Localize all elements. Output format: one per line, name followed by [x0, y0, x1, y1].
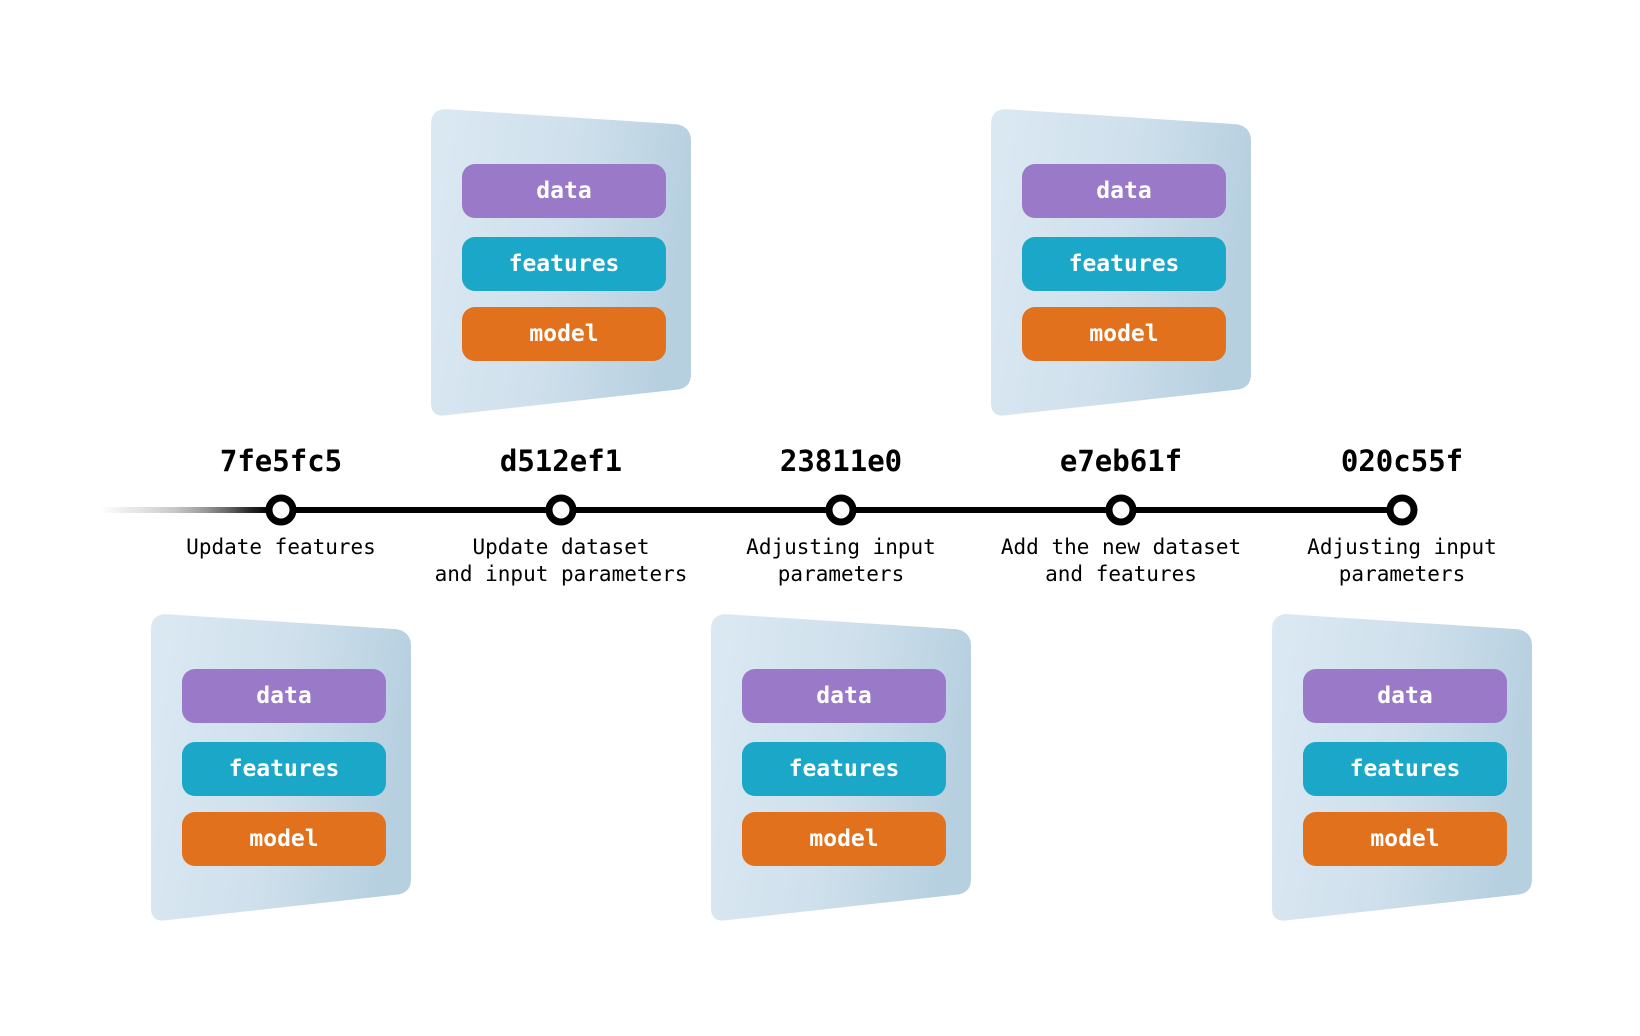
features-block: features — [742, 742, 946, 796]
commit-hash: 020c55f — [1340, 444, 1464, 478]
features-block: features — [1022, 237, 1226, 291]
commit-node — [1386, 494, 1418, 526]
commit-description-line1: Adjusting input — [1307, 535, 1497, 559]
data-block: data — [1022, 164, 1226, 218]
commit-description-line2: and input parameters — [434, 562, 688, 586]
data-block: data — [182, 669, 386, 723]
commit-description-line1: Update features — [186, 535, 376, 559]
model-block: model — [182, 812, 386, 866]
commit-hash: 7fe5fc5 — [219, 444, 343, 478]
data-block: data — [462, 164, 666, 218]
pipeline-card: data features model — [710, 601, 972, 923]
commit-description: Adjusting input parameters — [746, 534, 936, 588]
timeline-line — [100, 507, 1402, 513]
commit-node — [1105, 494, 1137, 526]
commit-description-line1: Add the new dataset — [1000, 535, 1242, 559]
commit-hash: e7eb61f — [1059, 444, 1183, 478]
features-block: features — [462, 237, 666, 291]
commit-description: Update dataset and input parameters — [435, 534, 688, 588]
features-block: features — [182, 742, 386, 796]
commit-node — [265, 494, 297, 526]
pipeline-card: data features model — [990, 96, 1252, 418]
pipeline-card: data features model — [150, 601, 412, 923]
model-block: model — [1022, 307, 1226, 361]
commit-description-line1: Adjusting input — [746, 535, 936, 559]
commit-hash: d512ef1 — [499, 444, 623, 478]
data-block: data — [742, 669, 946, 723]
pipeline-card: data features model — [1271, 601, 1533, 923]
commit-description-line1: Update dataset — [472, 535, 650, 559]
commit-description-line2: and features — [1045, 562, 1197, 586]
model-block: model — [462, 307, 666, 361]
commit-node — [545, 494, 577, 526]
commit-description-line2: parameters — [1338, 562, 1466, 586]
commit-description: Update features — [186, 534, 376, 561]
features-block: features — [1303, 742, 1507, 796]
pipeline-card: data features model — [430, 96, 692, 418]
commit-description: Adjusting input parameters — [1307, 534, 1497, 588]
data-block: data — [1303, 669, 1507, 723]
commit-hash: 23811e0 — [779, 444, 903, 478]
commit-description: Add the new dataset and features — [1001, 534, 1241, 588]
model-block: model — [1303, 812, 1507, 866]
commit-node — [825, 494, 857, 526]
model-block: model — [742, 812, 946, 866]
commit-description-line2: parameters — [777, 562, 905, 586]
